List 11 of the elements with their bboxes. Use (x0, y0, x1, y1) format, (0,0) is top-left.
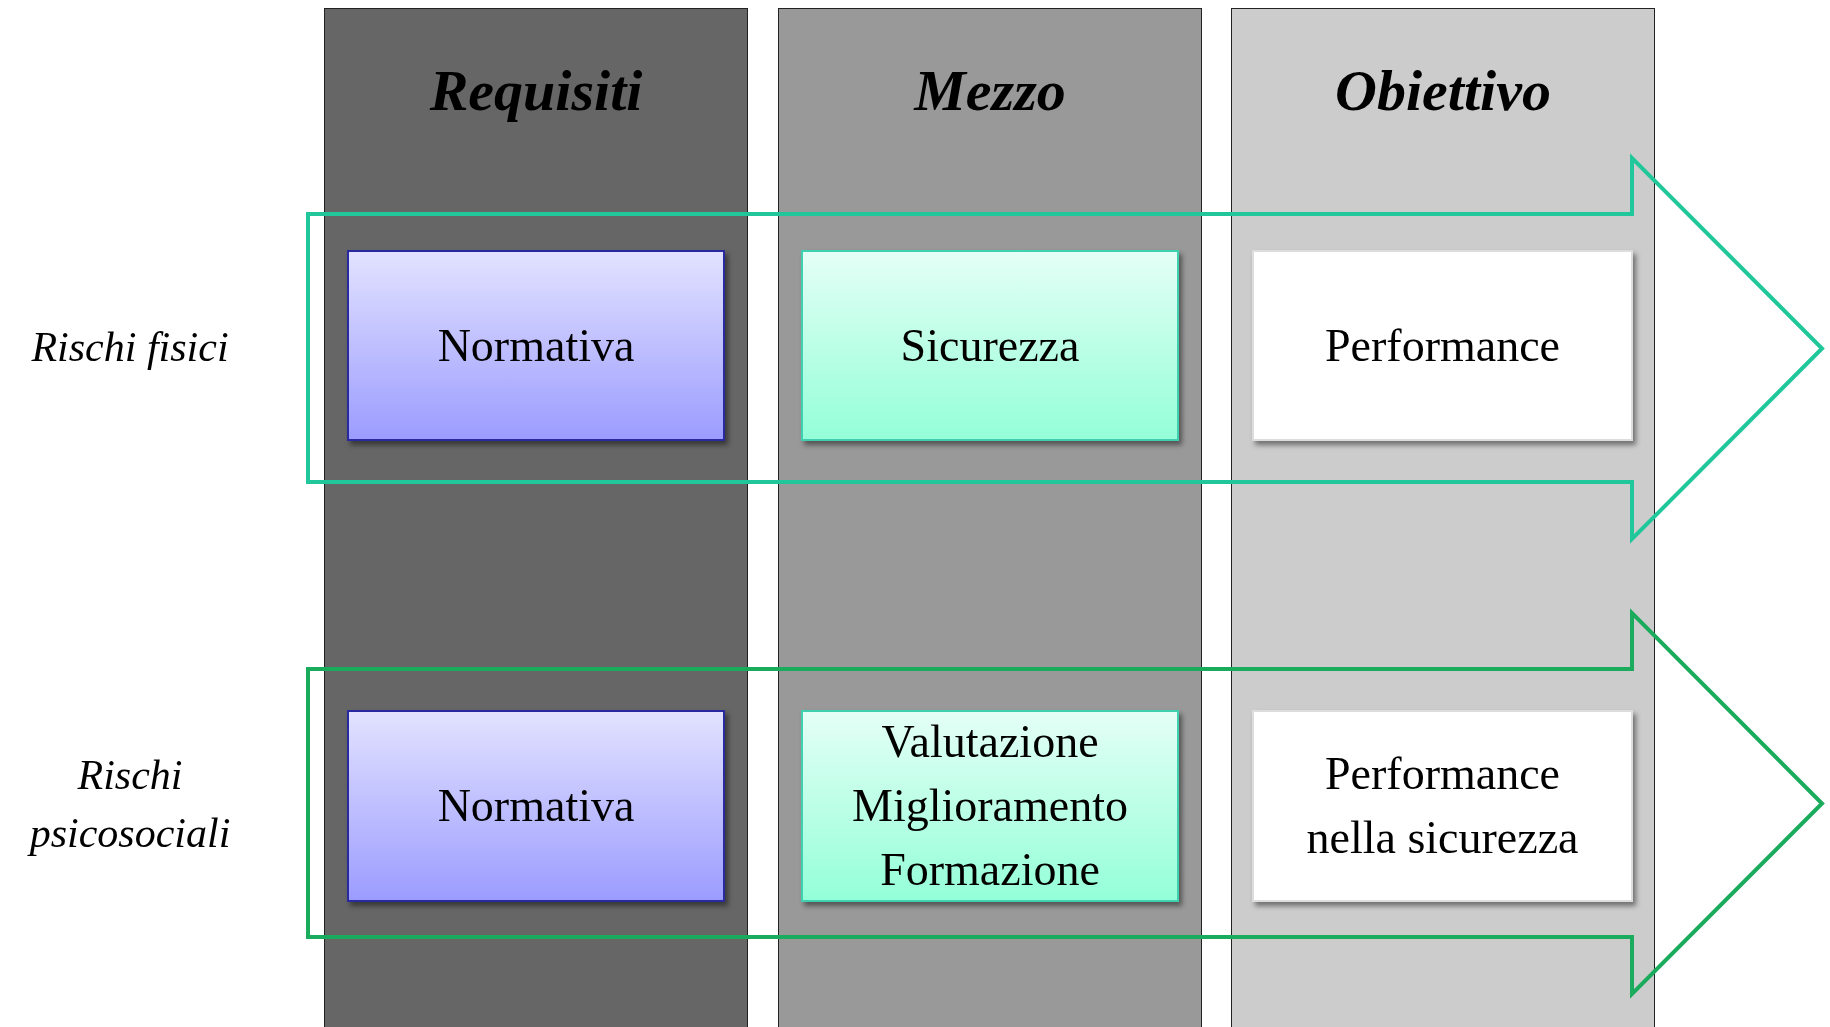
text-box: Performance nella sicurezza (1252, 710, 1633, 902)
row-label: Rischi psicosociali (26, 751, 232, 858)
column-heading: Obiettivo (1334, 57, 1552, 124)
text-box: Normativa (347, 710, 725, 902)
text-box: Sicurezza (801, 250, 1179, 441)
text-box: Valutazione Miglioramento Formazione (801, 710, 1179, 902)
text-box: Performance (1252, 250, 1633, 441)
column-heading: Requisiti (428, 57, 644, 124)
text-box: Normativa (347, 250, 725, 441)
row-label: Rischi fisici (30, 323, 230, 372)
column-heading: Mezzo (912, 57, 1067, 124)
